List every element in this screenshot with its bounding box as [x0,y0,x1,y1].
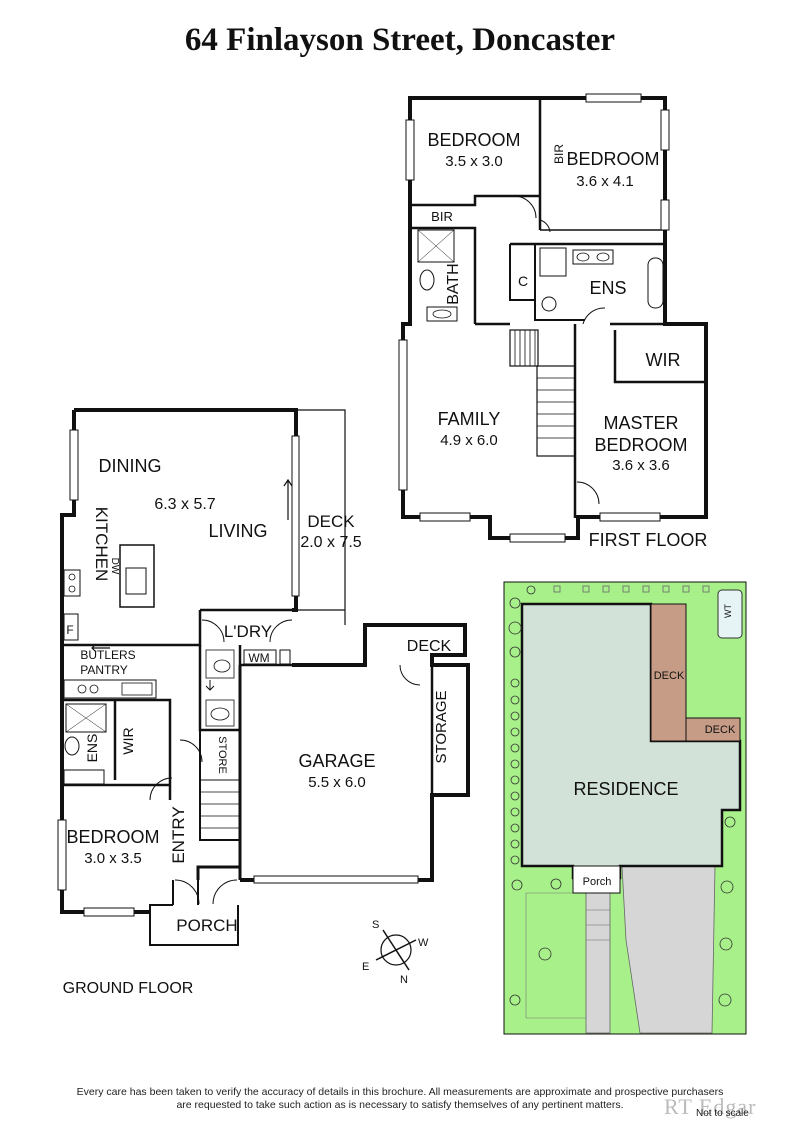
storage-label: STORAGE [433,690,450,763]
porch-label: PORCH [176,916,237,935]
garage-dims: 5.5 x 6.0 [308,774,366,791]
wir-label: WIR [646,350,681,370]
family-label: FAMILY [438,409,501,429]
kitchen-label: KITCHEN [92,507,111,582]
ground-floor-plan [57,408,470,946]
bath-label: BATH [445,263,462,304]
master-label-line1: MASTER [603,413,678,433]
bedroom2-label: BEDROOM [566,149,659,169]
compass-e: E [362,961,369,973]
disclaimer: Every care has been taken to verify the … [40,1086,760,1112]
entry-label: ENTRY [169,806,188,863]
master-label-line2: BEDROOM [594,435,687,455]
residence-label: RESIDENCE [573,779,678,799]
family-dims: 4.9 x 6.0 [440,432,498,449]
site-deck1-label: DECK [654,670,685,682]
dishwasher-label: DW [109,558,120,575]
butlers-label: BUTLERS [80,648,135,662]
living-label: LIVING [208,521,267,541]
dining-label: DINING [99,456,162,476]
first-floor-label: FIRST FLOOR [589,530,708,550]
master-dims: 3.6 x 3.6 [612,457,670,474]
site-deck2-label: DECK [705,724,736,736]
pantry-label: PANTRY [80,663,128,677]
linen-c-label: C [518,273,528,289]
deck-label: DECK [307,512,355,531]
ensuite-label: ENS [589,278,626,298]
disclaimer-line1: Every care has been taken to verify the … [76,1086,724,1098]
ensuite-ground-label: ENS [84,734,100,763]
compass-icon [375,929,417,971]
store-label: STORE [216,736,228,774]
agency-logo: RT Edgar [664,1094,757,1119]
bedroom1-label: BEDROOM [427,130,520,150]
compass-s: S [372,919,379,931]
fridge-label: F [66,623,73,637]
bedroom-ground-label: BEDROOM [66,827,159,847]
ground-floor-label: GROUND FLOOR [63,980,194,997]
bir1-label: BIR [431,209,453,224]
bedroom2-dims: 3.6 x 4.1 [576,173,634,190]
garage-label: GARAGE [298,751,375,771]
site-plan [503,581,747,1035]
bedroom1-dims: 3.5 x 3.0 [445,153,503,170]
property-address-title: 64 Finlayson Street, Doncaster [184,22,616,58]
compass-n: N [400,974,408,986]
washing-machine-label: WM [248,651,269,665]
first-floor-plan [398,93,708,543]
site-porch-label: Porch [583,876,612,888]
living-dims: 6.3 x 5.7 [154,496,215,513]
compass-w: W [418,937,429,949]
wir-ground-label: WIR [120,727,136,754]
disclaimer-line2: are requested to take such action as is … [176,1099,624,1111]
bedroom-ground-dims: 3.0 x 3.5 [84,850,142,867]
deck-dims: 2.0 x 7.5 [300,534,361,551]
bir2-label: BIR [552,144,566,164]
water-tank-label: WT [723,604,733,618]
deck2-label: DECK [407,638,452,655]
laundry-label: L'DRY [224,622,272,641]
not-to-scale-note: Not to scale [696,1108,749,1119]
